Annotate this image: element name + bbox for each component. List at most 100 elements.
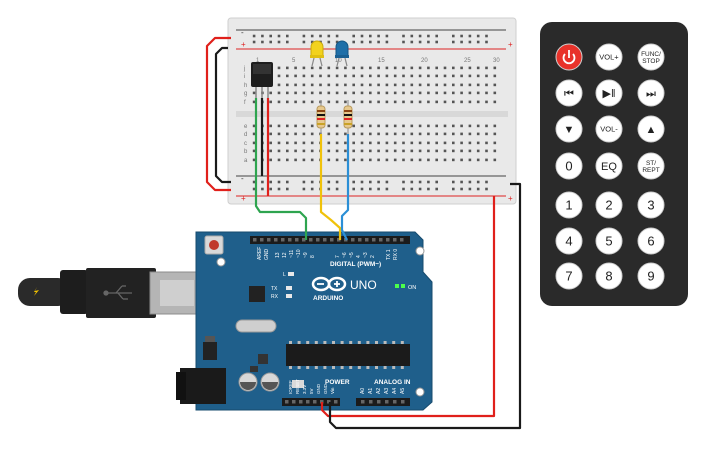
remote-button-func-stop[interactable]: FUNC/STOP	[637, 43, 665, 71]
remote-button-label: 3	[647, 198, 654, 213]
usb-cable[interactable]	[18, 268, 199, 318]
remote-button-up[interactable]: ▲	[637, 115, 665, 143]
remote-button-1[interactable]: 1	[555, 191, 583, 219]
rail-hole	[261, 187, 264, 191]
header-pin	[306, 400, 310, 404]
remote-button-label: VOL-	[600, 125, 618, 134]
hole	[427, 124, 430, 128]
remote-button-prev[interactable]: ⏮	[555, 79, 583, 107]
remote-button-power[interactable]	[555, 43, 583, 71]
remote-button-play-pause[interactable]: ▶‖	[595, 79, 623, 107]
wire-yellow	[319, 134, 342, 240]
hole	[493, 83, 497, 87]
hole	[418, 74, 422, 78]
svg-text:5: 5	[292, 58, 296, 64]
hole	[452, 66, 455, 70]
hole	[435, 66, 438, 70]
svg-text:25: 25	[464, 58, 471, 64]
svg-text:15: 15	[378, 58, 385, 64]
remote-button-0[interactable]: 0	[555, 152, 583, 180]
hole	[335, 124, 339, 128]
rail-hole	[319, 34, 322, 38]
rail-hole	[335, 34, 339, 38]
resistor-1[interactable]	[316, 100, 326, 134]
hole	[252, 124, 256, 128]
hole	[277, 66, 281, 70]
svg-text:A0: A0	[360, 388, 366, 394]
rail-hole	[327, 40, 331, 44]
remote-button-label: VOL+	[599, 53, 619, 62]
hole	[452, 132, 455, 136]
header-pin	[299, 400, 303, 404]
remote-button-eq[interactable]: EQ	[595, 152, 623, 180]
remote-button-vol-up[interactable]: VOL+	[595, 43, 623, 71]
hole	[468, 66, 472, 70]
hole	[344, 132, 347, 136]
remote-button-9[interactable]: 9	[637, 262, 665, 290]
ir-receiver[interactable]	[251, 62, 273, 98]
hole	[344, 83, 347, 87]
hole	[335, 149, 339, 153]
svg-text:b: b	[244, 149, 248, 155]
hole	[269, 141, 272, 145]
hole	[452, 100, 455, 104]
remote-button-6[interactable]: 6	[637, 227, 665, 255]
remote-button-2[interactable]: 2	[595, 191, 623, 219]
hole	[294, 158, 297, 162]
hole	[252, 132, 256, 136]
hole	[344, 100, 347, 104]
remote-button-8[interactable]: 8	[595, 262, 623, 290]
remote-button-7[interactable]: 7	[555, 262, 583, 290]
hole	[310, 124, 314, 128]
hole	[294, 91, 297, 95]
rail-hole	[468, 40, 472, 44]
wires[interactable]	[205, 36, 522, 430]
hole	[410, 83, 414, 87]
breadboard[interactable]: + + - + + - 1 5 10 15 20 25 30 j i h g f…	[227, 17, 517, 205]
svg-text:d: d	[244, 132, 247, 138]
column-labels: 1 5 10 15 20 25 30	[256, 58, 500, 64]
analog-pin-labels: A0 A1 A2 A3 A4 A5	[360, 388, 406, 394]
led-l-label: L	[283, 272, 286, 278]
rail-hole	[435, 187, 438, 191]
blue-led[interactable]	[335, 40, 349, 67]
rail-hole	[476, 187, 480, 191]
rail-hole	[485, 40, 488, 44]
rail-minus-label-bottom: -	[241, 174, 244, 183]
hole	[402, 158, 405, 162]
svg-text:12: 12	[282, 252, 288, 258]
digital-label: DIGITAL (PWM~)	[330, 261, 381, 268]
remote-button-5[interactable]: 5	[595, 227, 623, 255]
rail-hole	[476, 180, 480, 184]
svg-text:g: g	[244, 91, 247, 97]
hole	[443, 91, 447, 95]
rail-hole	[410, 40, 414, 44]
hole	[476, 158, 480, 162]
arduino-logo-icon	[311, 276, 347, 292]
svg-text:~6: ~6	[342, 252, 348, 258]
yellow-led[interactable]	[310, 40, 324, 67]
remote-button-3[interactable]: 3	[637, 191, 665, 219]
svg-text:5V: 5V	[309, 388, 314, 394]
remote-button-down[interactable]: ▼	[555, 115, 583, 143]
hole	[327, 158, 331, 162]
hole	[294, 74, 297, 78]
hole	[493, 158, 497, 162]
hole	[277, 141, 281, 145]
remote-button-vol-down[interactable]: VOL-	[595, 115, 623, 143]
resistor-2[interactable]	[343, 100, 353, 134]
analog-label: ANALOG IN	[374, 379, 411, 386]
hole	[443, 141, 447, 145]
arduino-uno-board[interactable]: AREF GND 13 12 ~11 ~10 ~9 8 7 ~6 ~5 4 ~3…	[176, 231, 433, 411]
remote-button-4[interactable]: 4	[555, 227, 583, 255]
hole	[269, 158, 272, 162]
remote-button-next[interactable]: ⏭	[637, 79, 665, 107]
breadboard-holes[interactable]	[252, 34, 497, 191]
svg-text:20: 20	[421, 58, 428, 64]
hole	[443, 149, 447, 153]
hole	[277, 124, 281, 128]
remote-button-st-rept[interactable]: ST/REPT	[637, 152, 665, 180]
